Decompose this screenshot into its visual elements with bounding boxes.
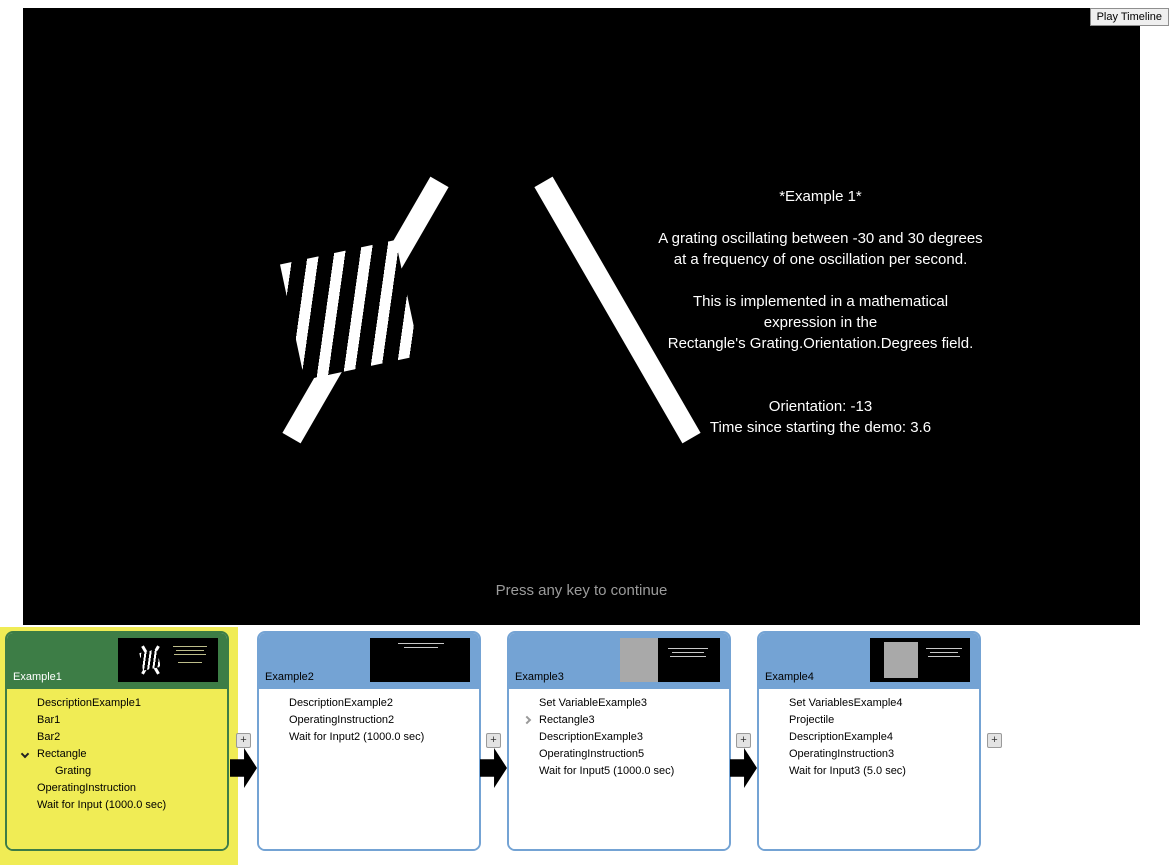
timeline-event-item[interactable]: DescriptionExample3 bbox=[509, 729, 729, 746]
timeline-event-item[interactable]: Wait for Input3 (5.0 sec) bbox=[759, 763, 979, 780]
event-label: Wait for Input5 (1000.0 sec) bbox=[539, 765, 675, 777]
stage-text-line: Rectangle's Grating.Orientation.Degrees … bbox=[667, 335, 974, 352]
block-thumbnail bbox=[620, 638, 720, 682]
timeline-event-item[interactable]: Set VariableExample3 bbox=[509, 695, 729, 712]
event-label: Projectile bbox=[789, 714, 835, 726]
event-label: OperatingInstruction2 bbox=[289, 714, 395, 726]
event-label: OperatingInstruction3 bbox=[789, 748, 895, 760]
timeline-event-item[interactable]: Rectangle bbox=[7, 746, 227, 763]
timeline-event-item[interactable]: Grating bbox=[7, 763, 227, 780]
timeline-event-item[interactable]: Projectile bbox=[759, 712, 979, 729]
event-label: OperatingInstruction5 bbox=[539, 748, 645, 760]
event-label: Set VariablesExample4 bbox=[789, 697, 903, 709]
grating-patch bbox=[280, 240, 420, 380]
event-label: DescriptionExample3 bbox=[539, 731, 643, 743]
thumbnail-stimulus bbox=[132, 642, 168, 678]
stage-title: *Example 1* bbox=[779, 188, 862, 205]
block-thumbnail bbox=[370, 638, 470, 682]
chevron-right-icon[interactable] bbox=[522, 715, 532, 725]
block-title: Example3 bbox=[515, 671, 564, 683]
stage-text-line: This is implemented in a mathematical bbox=[692, 293, 949, 310]
event-label: Set VariableExample3 bbox=[539, 697, 648, 709]
timeline-event-item[interactable]: Bar2 bbox=[7, 729, 227, 746]
flow-arrow-icon bbox=[480, 748, 507, 788]
timeline-event-item[interactable]: OperatingInstruction bbox=[7, 780, 227, 797]
timeline-event-item[interactable]: Set VariablesExample4 bbox=[759, 695, 979, 712]
event-label: Bar1 bbox=[37, 714, 61, 726]
timeline-event-item[interactable]: DescriptionExample1 bbox=[7, 695, 227, 712]
add-event-button[interactable]: + bbox=[736, 733, 751, 748]
block-header[interactable]: Example4 bbox=[759, 633, 979, 689]
stage-description-text: *Example 1* A grating oscillating betwee… bbox=[568, 186, 1073, 438]
timeline-event-item[interactable]: DescriptionExample4 bbox=[759, 729, 979, 746]
block-header[interactable]: Example1 bbox=[7, 633, 227, 689]
press-key-text: Press any key to continue bbox=[495, 582, 668, 599]
timeline-event-item[interactable]: Wait for Input2 (1000.0 sec) bbox=[259, 729, 479, 746]
event-label: Grating bbox=[55, 765, 92, 777]
block-title: Example4 bbox=[765, 671, 814, 683]
timeline-event-item[interactable]: Bar1 bbox=[7, 712, 227, 729]
stage-status-line: Time since starting the demo: 3.6 bbox=[709, 419, 932, 436]
block-header[interactable]: Example3 bbox=[509, 633, 729, 689]
event-label: Bar2 bbox=[37, 731, 61, 743]
block-title: Example1 bbox=[13, 671, 62, 683]
event-label: Wait for Input3 (5.0 sec) bbox=[789, 765, 906, 777]
timeline-event-item[interactable]: Wait for Input5 (1000.0 sec) bbox=[509, 763, 729, 780]
event-label: OperatingInstruction bbox=[37, 782, 137, 794]
stimulus-stage: *Example 1* A grating oscillating betwee… bbox=[23, 8, 1140, 625]
event-label: Rectangle bbox=[37, 748, 87, 760]
block-thumbnail bbox=[118, 638, 218, 682]
timeline-event-item[interactable]: Rectangle3 bbox=[509, 712, 729, 729]
event-label: DescriptionExample4 bbox=[789, 731, 893, 743]
timeline-event-item[interactable]: DescriptionExample2 bbox=[259, 695, 479, 712]
chevron-down-icon[interactable] bbox=[20, 749, 30, 759]
stage-text-line: at a frequency of one oscillation per se… bbox=[673, 251, 968, 268]
event-label: DescriptionExample1 bbox=[37, 697, 141, 709]
block-title: Example2 bbox=[265, 671, 314, 683]
stage-text-line: expression in the bbox=[763, 314, 878, 331]
add-event-button[interactable]: + bbox=[236, 733, 251, 748]
block-thumbnail bbox=[870, 638, 970, 682]
event-label: DescriptionExample2 bbox=[289, 697, 393, 709]
event-label: Wait for Input (1000.0 sec) bbox=[37, 799, 167, 811]
stage-text-line: A grating oscillating between -30 and 30… bbox=[658, 230, 983, 247]
add-event-button[interactable]: + bbox=[987, 733, 1002, 748]
timeline-event-item[interactable]: OperatingInstruction2 bbox=[259, 712, 479, 729]
event-label: Wait for Input2 (1000.0 sec) bbox=[289, 731, 425, 743]
add-event-button[interactable]: + bbox=[486, 733, 501, 748]
timeline-event-item[interactable]: Wait for Input (1000.0 sec) bbox=[7, 797, 227, 814]
timeline-event-item[interactable]: OperatingInstruction5 bbox=[509, 746, 729, 763]
block-header[interactable]: Example2 bbox=[259, 633, 479, 689]
event-label: Rectangle3 bbox=[539, 714, 595, 726]
play-timeline-button[interactable]: Play Timeline bbox=[1089, 8, 1169, 26]
timeline-event-item[interactable]: OperatingInstruction3 bbox=[759, 746, 979, 763]
stage-status-line: Orientation: -13 bbox=[768, 398, 873, 415]
flow-arrow-icon bbox=[730, 748, 757, 788]
